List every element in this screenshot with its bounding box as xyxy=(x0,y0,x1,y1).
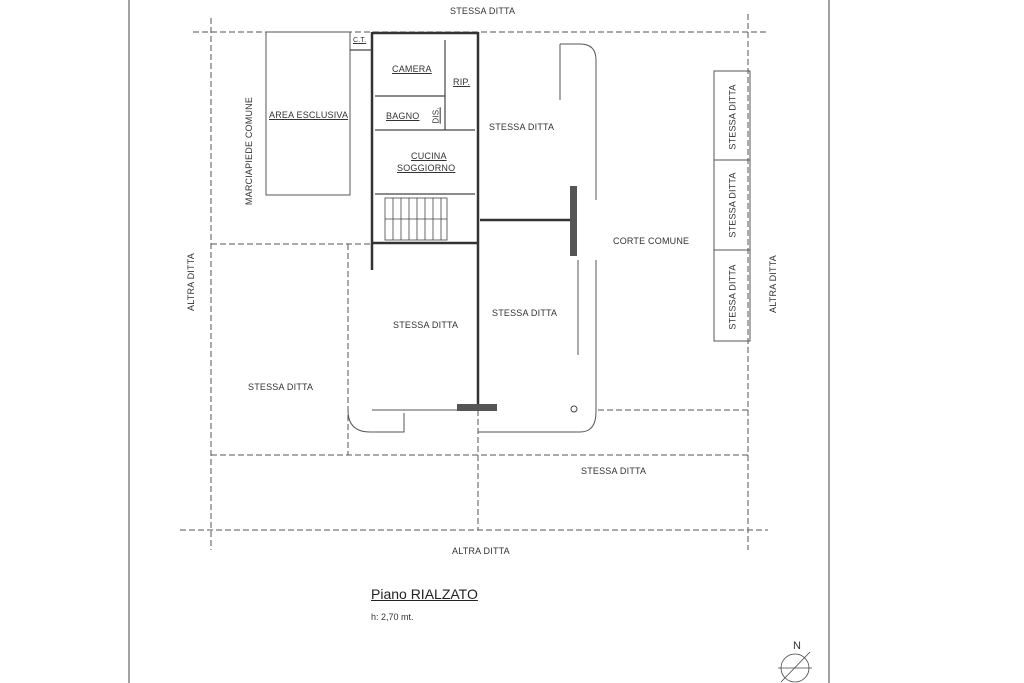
label-top: STESSA DITTA xyxy=(450,6,516,16)
label-garage-1: STESSA DITTA xyxy=(727,84,738,150)
label-ct: C.T. xyxy=(353,37,367,44)
corridor-post xyxy=(570,186,577,256)
lower-room-outline xyxy=(347,409,405,433)
label-north: N xyxy=(793,640,802,652)
label-stessa-center-right: STESSA DITTA xyxy=(492,308,558,318)
label-marciapiede: MARCIAPIEDE COMUNE xyxy=(244,96,255,206)
label-dis: DIS. xyxy=(431,107,441,124)
label-bagno: BAGNO xyxy=(386,111,420,121)
label-garage-3: STESSA DITTA xyxy=(727,264,738,330)
label-stessa-center-left: STESSA DITTA xyxy=(393,320,459,330)
label-stessa-lower-left: STESSA DITTA xyxy=(248,382,314,392)
label-left: ALTRA DITTA xyxy=(185,253,196,311)
upper-room-outline xyxy=(560,43,597,200)
plan-title: Piano RIALZATO xyxy=(371,586,478,602)
label-camera: CAMERA xyxy=(392,64,432,74)
label-soggiorno: SOGGIORNO xyxy=(397,163,456,173)
label-stessa-lower-right: STESSA DITTA xyxy=(581,466,647,476)
label-garage-2: STESSA DITTA xyxy=(727,172,738,238)
wall-block-bottom xyxy=(457,404,497,411)
label-rip: RIP. xyxy=(453,77,471,87)
drain-symbol xyxy=(570,405,578,413)
height-note: h: 2,70 mt. xyxy=(371,612,414,622)
north-arrow-icon xyxy=(778,651,812,683)
label-bottom: ALTRA DITTA xyxy=(452,546,510,556)
label-area-esclusiva: AREA ESCLUSIVA xyxy=(269,110,349,120)
garage-block xyxy=(713,70,751,342)
label-right: ALTRA DITTA xyxy=(767,255,778,313)
label-cucina: CUCINA xyxy=(411,151,447,161)
stair-group xyxy=(384,197,448,241)
label-corte-comune: CORTE COMUNE xyxy=(613,236,690,246)
lower-right-room-outline xyxy=(478,260,597,433)
label-stessa-upper: STESSA DITTA xyxy=(489,122,555,132)
